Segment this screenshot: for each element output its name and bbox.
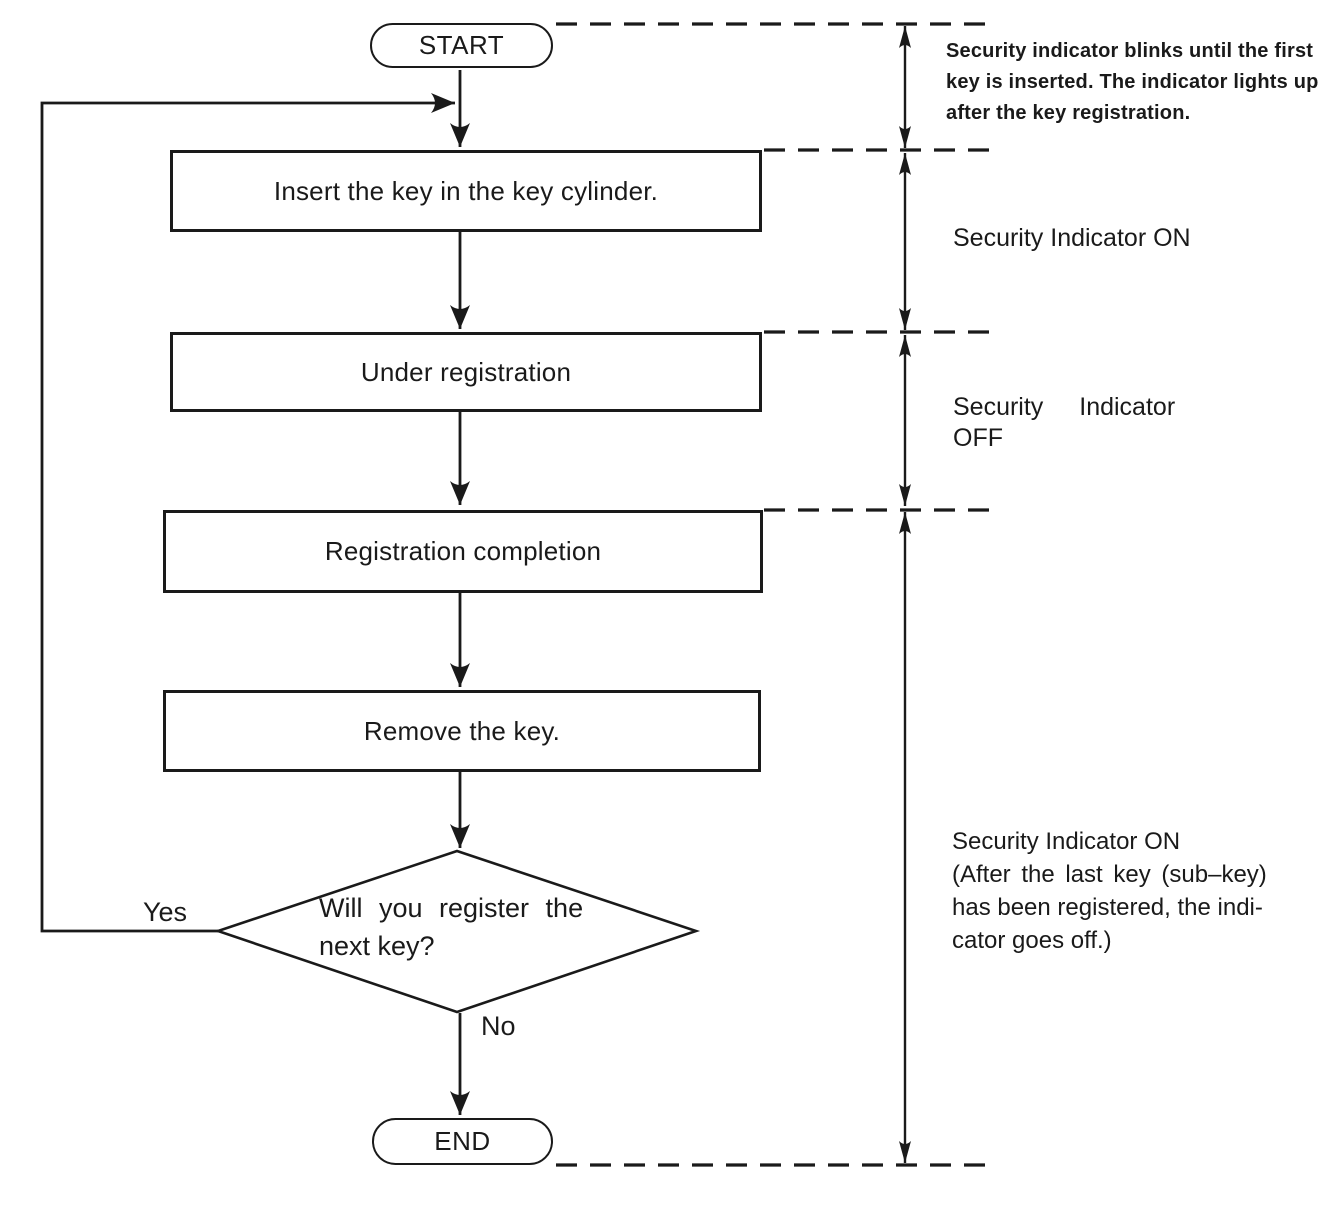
yes-branch-label: Yes	[143, 897, 188, 927]
end-label: END	[434, 1126, 491, 1156]
annotation-indicator-on: Security Indicator ON	[953, 224, 1191, 252]
annotation-on-after-line4: cator goes off.)	[952, 927, 1112, 954]
annotation-on-after-line1: Security Indicator ON	[952, 828, 1181, 855]
annotation-indicator-blinks: Security indicator blinks until the firs…	[946, 36, 1319, 129]
process-under-registration: Under registration	[170, 332, 762, 412]
decision-question-line1: Will you register the	[319, 893, 584, 923]
annotation-indicator-blinks-line2: key is inserted. The indicator lights up	[946, 71, 1319, 93]
annotation-indicator-on-after-last-key: Security Indicator ON (After the last ke…	[952, 825, 1267, 957]
decision-diamond	[213, 849, 701, 1014]
decision-question-line2: next key?	[319, 931, 435, 961]
process-insert-key: Insert the key in the key cylinder.	[170, 150, 762, 232]
annotation-on-after-line2: (After the last key (sub–key)	[952, 861, 1267, 888]
decision-question: Will you register the next key?	[319, 889, 583, 965]
dashed-reference-lines	[556, 22, 994, 1167]
start-label: START	[418, 30, 505, 60]
process-remove-key: Remove the key.	[163, 690, 761, 772]
yes-loop-arrow	[40, 93, 455, 933]
annotation-indicator-off-line1: Security Indicator	[953, 393, 1176, 421]
no-branch-label: No	[481, 1011, 516, 1041]
flow-arrows	[40, 70, 470, 1115]
annotation-indicator-off-line2: OFF	[953, 424, 1003, 452]
annotation-indicator-off: Security Indicator OFF	[953, 392, 1175, 454]
process-under-registration-label: Under registration	[360, 356, 572, 387]
process-insert-key-label: Insert the key in the key cylinder.	[273, 175, 659, 206]
process-remove-key-label: Remove the key.	[363, 715, 561, 746]
annotation-indicator-blinks-line3: after the key registration.	[946, 102, 1191, 124]
end-node: END	[372, 1118, 553, 1165]
annotation-indicator-blinks-line1: Security indicator blinks until the firs…	[946, 40, 1314, 62]
annotation-on-after-line3: has been registered, the indi-	[952, 894, 1263, 921]
process-registration-completion-label: Registration completion	[324, 536, 602, 566]
start-node: START	[370, 23, 553, 68]
process-registration-completion: Registration completion	[163, 510, 763, 593]
